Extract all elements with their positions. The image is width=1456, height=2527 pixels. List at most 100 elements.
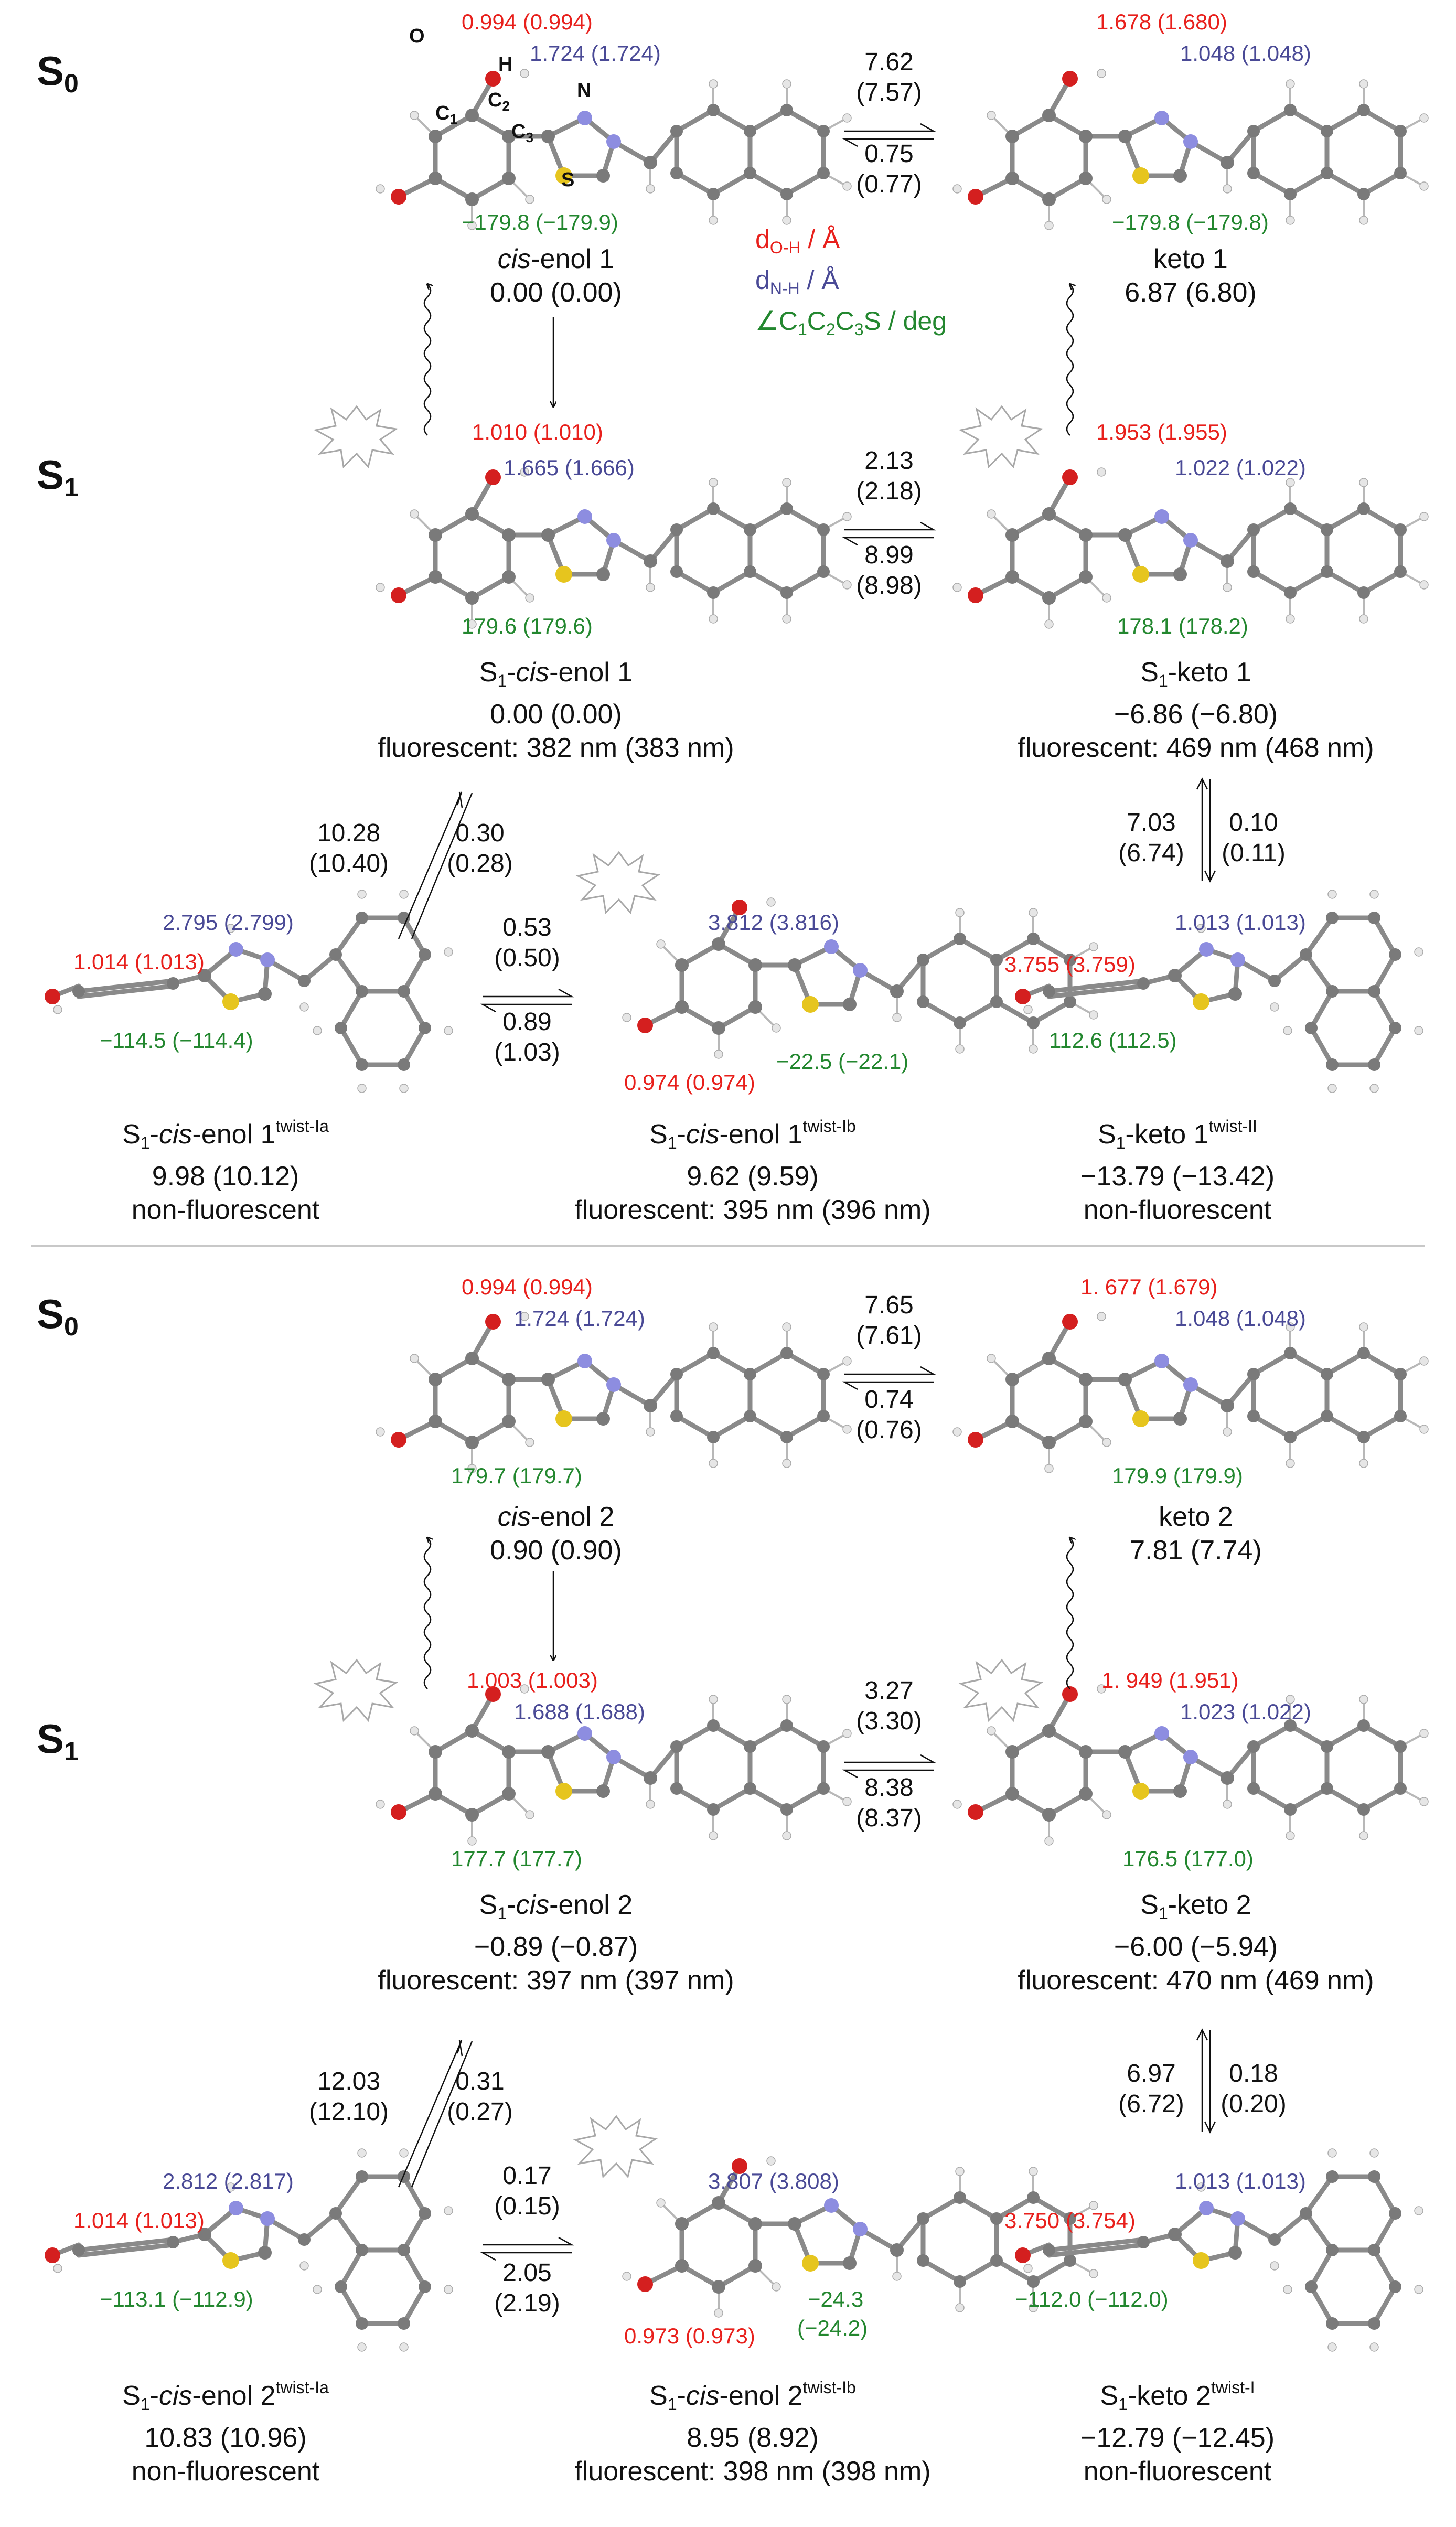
- rate-keto-vertical-a: 6.97(6.72): [1118, 2060, 1184, 2118]
- energy-value: −13.79 (−13.42): [1080, 1161, 1275, 1192]
- state-label-s1-bottom: S1: [37, 1716, 79, 1766]
- doh-value: 0.974 (0.974): [624, 1070, 755, 1095]
- doh-value: 1.953 (1.955): [1096, 420, 1227, 444]
- species-label-cis-enol-2: cis-enol 2 0.90 (0.90): [490, 1500, 622, 1567]
- rate-backward: 8.99(8.98): [856, 541, 922, 599]
- dnh-value: 1.048 (1.048): [1180, 41, 1311, 66]
- species-label-twist-i-2: S1-keto 2twist-I −12.79 (−12.45) non-flu…: [1080, 2371, 1275, 2488]
- doh-value: 1. 677 (1.679): [1080, 1275, 1218, 1299]
- dnh-value: 1.724 (1.724): [530, 41, 661, 66]
- doh-value: 1.678 (1.680): [1096, 9, 1227, 34]
- rate-keto-vertical-a: 7.03(6.74): [1118, 809, 1184, 867]
- doh-value: 0.994 (0.994): [462, 9, 593, 34]
- rate-backward: 8.38(8.37): [856, 1774, 922, 1832]
- starburst-icon: [960, 1659, 1042, 1721]
- double-arrows: [398, 777, 1216, 2188]
- rate-forward: 0.53(0.50): [494, 914, 560, 972]
- energy-value: 9.98 (10.12): [152, 1161, 299, 1192]
- energy-value: 0.90 (0.90): [490, 1535, 622, 1566]
- species-label-twist-ib-1: S1-cis-enol 1twist-Ib 9.62 (9.59) fluore…: [574, 1109, 930, 1227]
- energy-value: 6.87 (6.80): [1125, 277, 1257, 308]
- dnh-value: 2.795 (2.799): [163, 910, 294, 935]
- angle-value: −179.8 (−179.8): [1112, 210, 1269, 234]
- species-label-cis-enol-1: cis-enol 1 0.00 (0.00): [490, 242, 622, 309]
- molecule-s1-cis-enol-1: [376, 468, 851, 628]
- rate-keto-vertical-b: 0.10(0.11): [1222, 809, 1286, 867]
- energy-value: −12.79 (−12.45): [1080, 2423, 1275, 2453]
- fluorescence-value: fluorescent: 398 nm (398 nm): [574, 2456, 931, 2487]
- atom-label-c3: C3: [511, 121, 533, 145]
- doh-value: 0.994 (0.994): [462, 1275, 593, 1299]
- atom-label-o: O: [409, 25, 425, 47]
- fluorescence-value: fluorescent: 397 nm (397 nm): [378, 1965, 734, 1996]
- rate-forward: 7.62(7.57): [856, 48, 922, 106]
- dnh-value: 3.812 (3.816): [708, 910, 839, 935]
- atom-label-c2: C2: [488, 89, 510, 114]
- rate-forward: 3.27(3.30): [856, 1677, 922, 1735]
- rate-diagonal-a: 10.28(10.40): [308, 819, 389, 877]
- species-label-s1-cis-enol-1: S1-cis-enol 1 0.00 (0.00) fluorescent: 3…: [378, 656, 734, 765]
- energy-value: −6.00 (−5.94): [1114, 1932, 1278, 1962]
- atom-label-s: S: [561, 169, 575, 191]
- species-label-twist-ia-1: S1-cis-enol 1twist-Ia 9.98 (10.12) non-f…: [122, 1109, 329, 1227]
- molecule-keto-2: [953, 1312, 1428, 1473]
- rate-diagonal-b: 0.30(0.28): [447, 819, 513, 877]
- fluorescence-value: fluorescent: 469 nm (468 nm): [1018, 733, 1374, 763]
- dnh-value: 1.048 (1.048): [1175, 1306, 1306, 1331]
- angle-value: 176.5 (177.0): [1122, 1846, 1254, 1871]
- emission-wavy-arrow: [423, 1538, 431, 1689]
- energy-value: −6.86 (−6.80): [1114, 699, 1278, 730]
- dnh-value: 1.013 (1.013): [1175, 910, 1306, 935]
- starburst-icon: [960, 405, 1042, 468]
- angle-value: 179.6 (179.6): [462, 614, 593, 638]
- species-label-keto-2: keto 2 7.81 (7.74): [1130, 1500, 1262, 1567]
- doh-value: 1.014 (1.013): [73, 949, 205, 974]
- energy-value: −0.89 (−0.87): [474, 1932, 638, 1962]
- status-value: non-fluorescent: [131, 1195, 320, 1225]
- molecule-twist-ib-1: [623, 898, 1098, 1058]
- status-value: non-fluorescent: [1083, 2456, 1272, 2487]
- doh-value: 1. 949 (1.951): [1101, 1668, 1239, 1693]
- molecule-keto-1: [953, 69, 1428, 230]
- state-label-s0-top: S0: [37, 48, 79, 98]
- dnh-value: 3.807 (3.808): [708, 2169, 839, 2193]
- species-label-keto-1: keto 1 6.87 (6.80): [1125, 242, 1257, 309]
- angle-value: 179.9 (179.9): [1112, 1463, 1243, 1488]
- starburst-icon: [315, 405, 397, 468]
- doh-value: 3.755 (3.759): [1004, 952, 1136, 977]
- species-label-twist-ii-1: S1-keto 1twist-II −13.79 (−13.42) non-fl…: [1080, 1109, 1275, 1227]
- legend-angle: ∠C1C2C3S / deg: [755, 306, 947, 339]
- species-label-s1-cis-enol-2: S1-cis-enol 2 −0.89 (−0.87) fluorescent:…: [378, 1888, 734, 1997]
- rate-keto-vertical-b: 0.18(0.20): [1221, 2060, 1287, 2118]
- dnh-value: 1.013 (1.013): [1175, 2169, 1306, 2193]
- energy-value: 7.81 (7.74): [1130, 1535, 1262, 1566]
- dnh-value: 1.022 (1.022): [1175, 455, 1306, 480]
- species-label-twist-ia-2: S1-cis-enol 2twist-Ia 10.83 (10.96) non-…: [122, 2371, 329, 2488]
- atom-label-n: N: [577, 80, 592, 102]
- energy-value: 10.83 (10.96): [144, 2423, 307, 2453]
- dnh-value: 1.724 (1.724): [514, 1306, 645, 1331]
- state-label-s0-bottom: S0: [37, 1291, 79, 1341]
- equilibrium-arrows: [480, 123, 936, 2261]
- angle-value: 179.7 (179.7): [451, 1463, 582, 1488]
- status-value: non-fluorescent: [1083, 1195, 1272, 1225]
- dnh-value: 1.688 (1.688): [514, 1699, 645, 1724]
- angle-value: −179.8 (−179.9): [462, 210, 618, 234]
- species-label-s1-keto-1: S1-keto 1 −6.86 (−6.80) fluorescent: 469…: [1018, 656, 1374, 765]
- section-divider: [31, 1245, 1425, 1247]
- energy-value: 9.62 (9.59): [687, 1161, 819, 1192]
- angle-value: −24.3: [808, 2287, 864, 2311]
- rate-forward: 2.13(2.18): [856, 447, 922, 505]
- rate-diagonal-a: 12.03(12.10): [308, 2068, 389, 2126]
- legend-dnh: dN-H / Å: [755, 265, 839, 298]
- energy-value: 8.95 (8.92): [687, 2423, 819, 2453]
- status-value: non-fluorescent: [131, 2456, 320, 2487]
- fluorescence-value: fluorescent: 470 nm (469 nm): [1018, 1965, 1374, 1996]
- state-label-s1-top: S1: [37, 452, 79, 502]
- molecule-cis-enol-2: [376, 1312, 851, 1473]
- atom-label-h: H: [498, 53, 513, 76]
- emission-wavy-arrow: [1066, 1538, 1073, 1689]
- legend-doh: dO-H / Å: [755, 224, 840, 257]
- energy-value: 0.00 (0.00): [490, 277, 622, 308]
